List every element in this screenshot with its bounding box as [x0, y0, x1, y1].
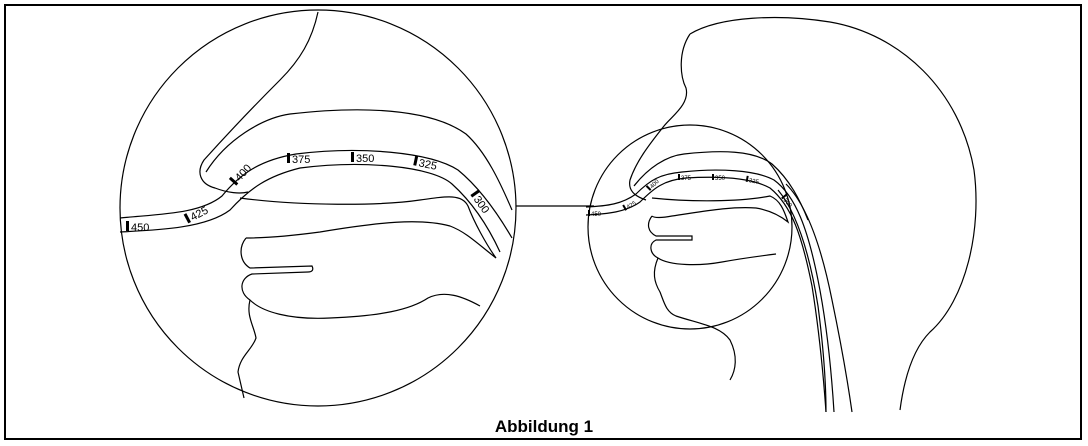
detail-circle — [587, 124, 793, 330]
tube-marking-small-350: 350 — [712, 174, 726, 182]
forehead-nose — [629, 33, 691, 201]
tube-marking-small-400: 400 — [645, 178, 661, 191]
head-profile — [689, 16, 977, 411]
svg-text:375: 375 — [292, 154, 310, 166]
nasal-cavity-upper-small — [633, 151, 809, 221]
magnifier-circle — [119, 9, 517, 407]
tongue-outline-small — [647, 215, 777, 266]
tube-marking-small-325: 325 — [745, 175, 760, 186]
svg-text:450: 450 — [591, 212, 602, 218]
hard-palate — [239, 196, 497, 259]
full-head-view: 450 425 400 375 350 325 300 — [585, 16, 977, 413]
figure-caption: Abbildung 1 — [494, 417, 594, 436]
svg-text:325: 325 — [418, 157, 438, 173]
svg-text:400: 400 — [649, 178, 661, 190]
chin-outline — [237, 299, 257, 399]
trachea-wall-small — [777, 189, 827, 413]
tube-marking-425: 425 — [183, 204, 210, 224]
tongue-outline — [240, 237, 481, 319]
svg-text:450: 450 — [131, 222, 149, 234]
figure-frame — [4, 4, 1082, 440]
tube-marking-325: 325 — [413, 155, 438, 173]
nasal-cavity-upper — [205, 109, 513, 211]
tube-marking-small-300: 300 — [781, 193, 793, 210]
svg-text:300: 300 — [471, 194, 491, 216]
tube-marking-small-375: 375 — [678, 174, 692, 182]
chin-neck-small — [653, 257, 736, 381]
tube-marking-small-450: 450 — [588, 210, 602, 218]
svg-text:350: 350 — [715, 176, 726, 182]
tube-wall-inner — [119, 163, 501, 253]
hard-palate-small — [651, 195, 790, 224]
tube-wall-outer — [119, 149, 513, 239]
tube-wall-mid-small — [585, 176, 827, 413]
svg-text:300: 300 — [782, 197, 793, 209]
tube-marking-350: 350 — [351, 152, 374, 165]
tube-marking-450: 450 — [126, 221, 149, 234]
tube-marking-small-425: 425 — [622, 200, 638, 211]
nose-outline — [199, 11, 319, 194]
svg-text:375: 375 — [681, 176, 692, 182]
magnified-view: 450 425 400 375 350 325 300 — [119, 9, 594, 407]
svg-text:350: 350 — [356, 153, 374, 165]
tube-wall-outer-small — [585, 169, 835, 413]
svg-text:325: 325 — [748, 178, 760, 186]
svg-text:425: 425 — [626, 200, 638, 211]
tube-wall-inner-small — [785, 183, 853, 413]
tube-marking-375: 375 — [287, 153, 310, 166]
